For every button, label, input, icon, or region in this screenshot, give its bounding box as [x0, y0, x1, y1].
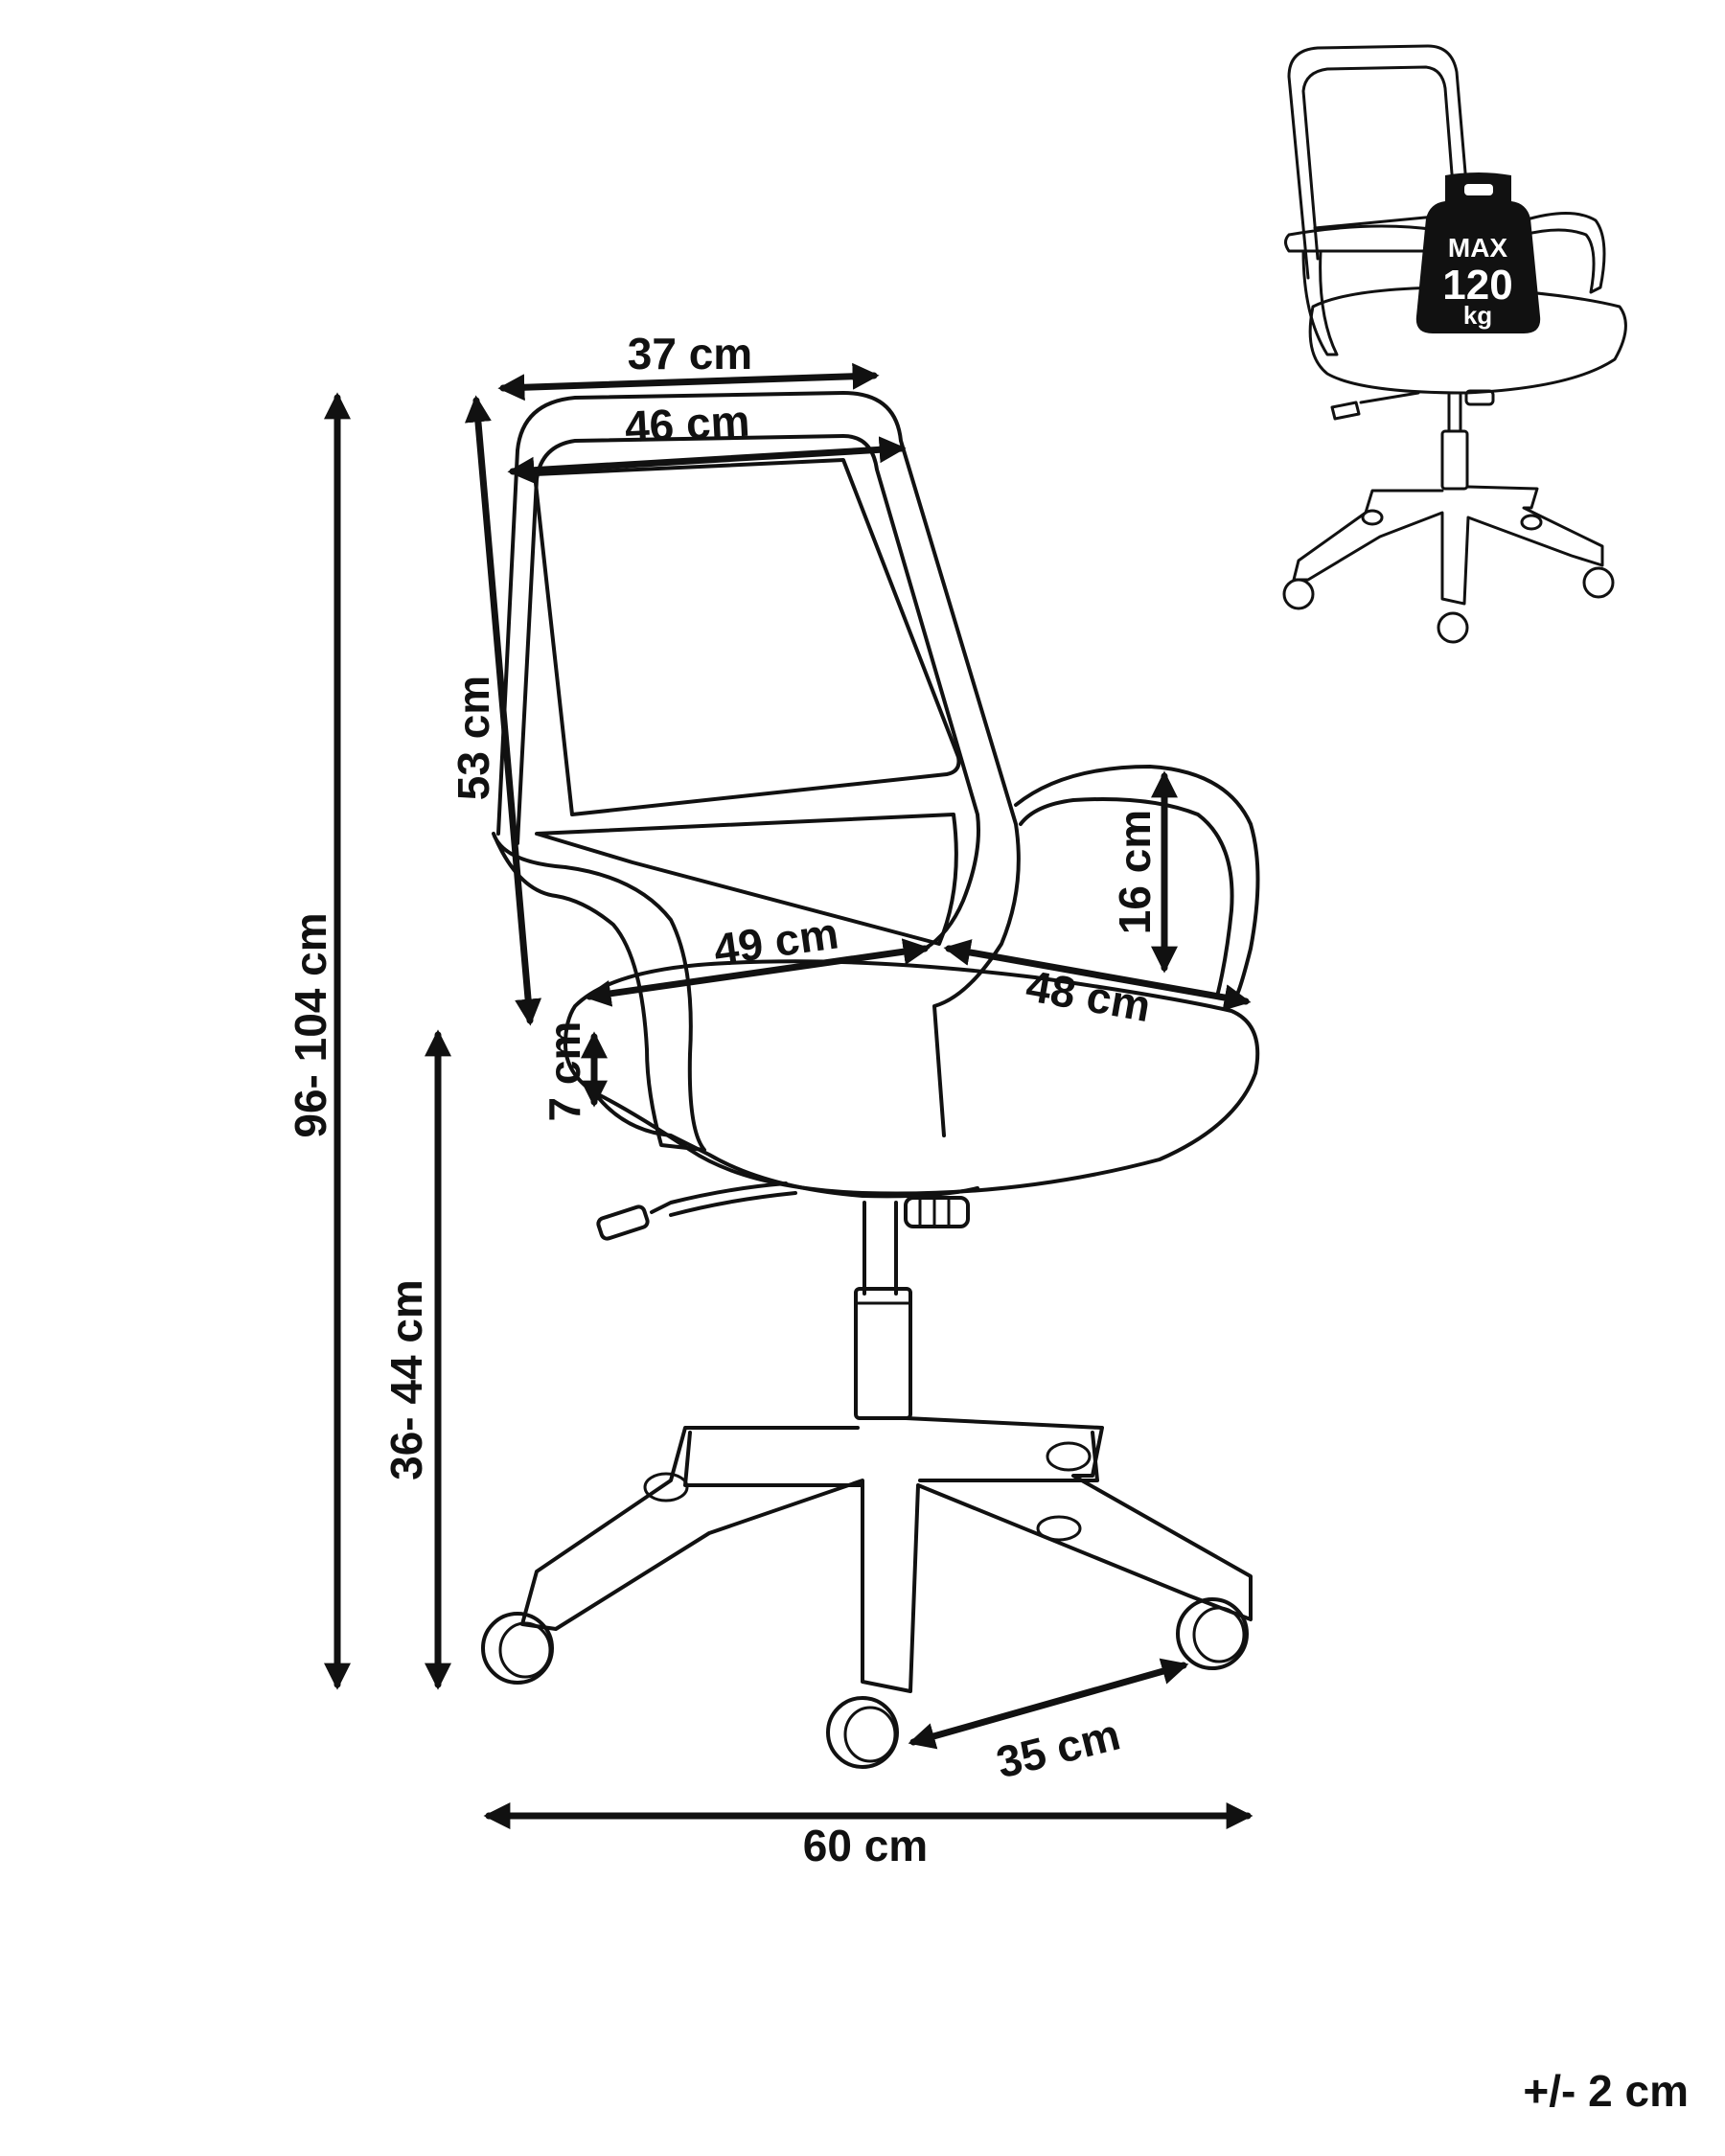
label-backrest-height: 53 cm	[448, 676, 498, 800]
thumb-knob	[1464, 389, 1495, 406]
dim-line-backrest-height	[464, 395, 542, 1026]
label-total-height: 96- 104 cm	[286, 912, 335, 1137]
label-seat-height: 36- 44 cm	[381, 1279, 431, 1480]
height-lever	[650, 1181, 797, 1217]
label-backrest-width: 46 cm	[624, 396, 751, 452]
chair-drawing	[481, 391, 1260, 1769]
caster-front-left	[481, 1612, 554, 1685]
thumb-gas-lift	[1440, 429, 1469, 491]
backrest-mesh	[533, 458, 961, 816]
seat-shell	[592, 1090, 979, 1199]
thumb-caster	[1361, 509, 1384, 526]
lumbar-panel	[535, 813, 958, 946]
label-base-width: 60 cm	[803, 1821, 928, 1870]
gas-lift-upper	[862, 1201, 898, 1296]
thumb-gas-upper	[1447, 393, 1462, 433]
star-base-edge	[669, 1426, 1104, 1482]
dimension-labels: 37 cm 46 cm 53 cm 96- 104 cm 36- 44 cm 4…	[286, 329, 1160, 1870]
label-wheel-distance: 35 cm	[992, 1709, 1125, 1787]
thumbnail-chair	[1282, 44, 1627, 644]
thumb-lever	[1330, 391, 1420, 421]
thumb-caster	[1437, 611, 1469, 644]
caster-front-center	[826, 1696, 899, 1769]
star-base	[520, 1416, 1253, 1693]
thumb-caster	[1282, 578, 1315, 610]
gas-lift-sleeve	[854, 1287, 912, 1420]
label-seat-thickness: 7 cm	[540, 1021, 589, 1122]
dim-line-wheel-distance	[908, 1658, 1189, 1750]
thumb-right-arm	[1522, 212, 1606, 294]
thumb-caster	[1520, 514, 1543, 531]
tilt-knob	[904, 1196, 970, 1228]
thumb-caster	[1582, 566, 1615, 599]
seat-cushion	[564, 959, 1260, 1196]
weight-body	[1415, 172, 1541, 333]
weight-icon: MAX 120 kg	[1415, 172, 1541, 333]
dim-line-backrest-top	[497, 362, 880, 401]
weight-max-label: MAX	[1448, 233, 1508, 263]
thumb-backrest-inner	[1301, 65, 1459, 261]
tolerance-note: +/- 2 cm	[1523, 2066, 1689, 2116]
caster-front-right	[1176, 1597, 1249, 1670]
thumb-backrest	[1287, 44, 1473, 280]
weight-unit: kg	[1463, 301, 1492, 330]
dim-line-seat-depth	[943, 939, 1252, 1011]
lever-handle	[596, 1204, 650, 1241]
label-backrest-top-width: 37 cm	[628, 329, 752, 378]
left-armrest	[492, 832, 706, 1152]
label-armrest-height: 16 cm	[1110, 810, 1160, 934]
thumb-mesh	[1313, 214, 1447, 230]
label-seat-depth: 48 cm	[1023, 960, 1154, 1031]
caster-back-right	[1036, 1441, 1092, 1542]
dim-line-seat-width	[584, 938, 931, 1007]
thumb-base	[1292, 485, 1604, 606]
dim-line-backrest-width	[507, 436, 907, 484]
dimension-lines	[324, 362, 1254, 1829]
weight-value: 120	[1442, 262, 1512, 309]
caster-back-left	[643, 1472, 689, 1502]
weight-handle-hole	[1464, 184, 1493, 195]
